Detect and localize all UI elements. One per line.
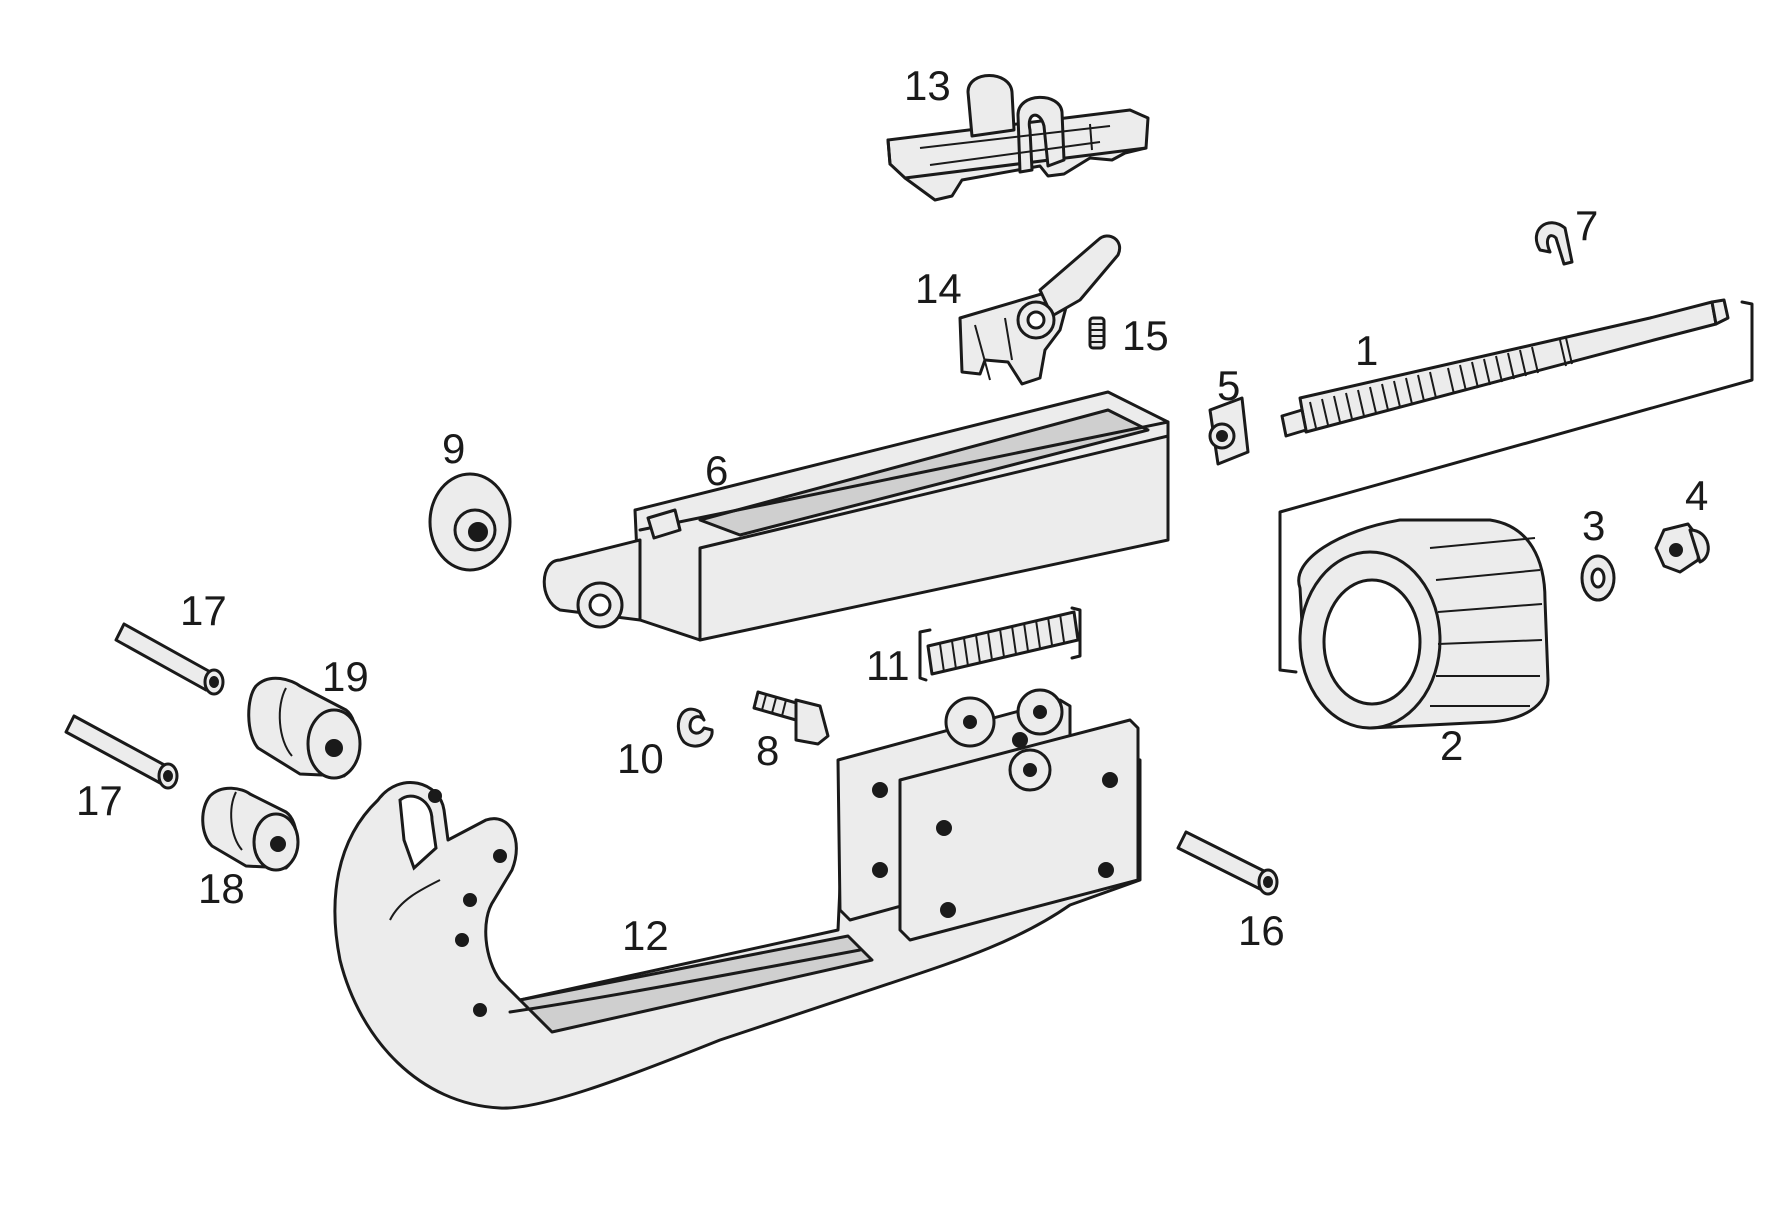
callout-14: 14 (915, 265, 962, 312)
callout-8: 8 (756, 727, 780, 774)
part-14-wheel-holder (958, 234, 1122, 386)
part-17-lower-pin (64, 714, 179, 790)
callout-18: 18 (198, 865, 245, 912)
callout-17-lower: 17 (76, 777, 123, 824)
callout-2: 2 (1440, 722, 1464, 769)
part-12-frame (333, 688, 1142, 1110)
callout-1: 1 (1355, 327, 1379, 374)
callout-5: 5 (1217, 362, 1241, 409)
part-19-roller (247, 676, 362, 780)
part-1-feed-screw (1278, 298, 1754, 674)
part-17-upper-pin (114, 622, 225, 696)
part-8-bolt (752, 690, 830, 746)
part-6-slide-body (542, 390, 1170, 642)
part-7-clip (1534, 221, 1574, 266)
callout-10: 10 (617, 735, 664, 782)
callout-17-upper: 17 (180, 587, 227, 634)
part-10-retaining-ring (676, 707, 714, 748)
part-18-roller (201, 786, 300, 872)
callout-15: 15 (1122, 312, 1169, 359)
callout-12: 12 (622, 912, 669, 959)
part-15-small-spring (1088, 316, 1106, 350)
part-13-roller-carriage (886, 74, 1150, 202)
part-3-washer (1580, 554, 1616, 602)
callout-6: 6 (705, 447, 729, 494)
callout-9: 9 (442, 425, 466, 472)
callout-13: 13 (904, 62, 951, 109)
part-9-cutter-wheel (428, 472, 512, 572)
part-5-thrust-plate (1208, 396, 1250, 466)
part-11-large-spring (918, 606, 1082, 682)
part-4-cap-nut (1654, 522, 1710, 574)
callout-3: 3 (1582, 502, 1606, 549)
callout-11: 11 (866, 642, 910, 689)
callout-7: 7 (1575, 202, 1599, 249)
callout-4: 4 (1685, 472, 1709, 519)
part-2-knob (1297, 518, 1550, 730)
callout-19: 19 (322, 653, 369, 700)
part-16-pin (1176, 830, 1279, 896)
callout-16: 16 (1238, 907, 1285, 954)
